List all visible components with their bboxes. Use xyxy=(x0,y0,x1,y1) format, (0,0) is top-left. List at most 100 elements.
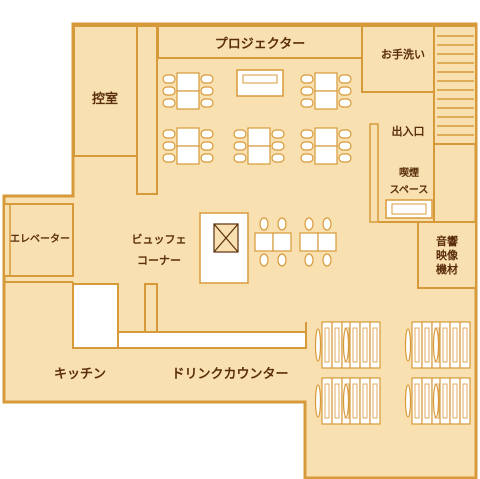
desk xyxy=(359,377,371,425)
desk xyxy=(349,321,361,369)
chair xyxy=(432,384,440,418)
chair xyxy=(338,74,352,84)
av-label-line1: 音響 xyxy=(436,234,458,248)
desk-rows xyxy=(314,321,471,425)
chair xyxy=(300,153,314,163)
table xyxy=(247,145,271,165)
desk xyxy=(421,377,433,425)
smoking-label-line1: 喫煙 xyxy=(399,166,419,179)
desk xyxy=(439,377,451,425)
desk xyxy=(321,377,333,425)
chair xyxy=(338,98,352,108)
desk xyxy=(331,321,343,369)
smoking-bench-inner xyxy=(391,203,427,215)
table xyxy=(314,127,338,147)
chair xyxy=(233,141,247,151)
elevator-label: エレベーター xyxy=(10,233,70,245)
desk xyxy=(449,377,461,425)
chair xyxy=(200,86,214,96)
table xyxy=(299,232,319,252)
chair xyxy=(404,384,412,418)
entrance-label: 出入口 xyxy=(392,124,425,138)
desk-inner xyxy=(372,383,378,419)
desk xyxy=(321,321,333,369)
table-group xyxy=(300,127,352,165)
desk-column xyxy=(342,321,381,369)
table xyxy=(272,232,292,252)
desk-inner xyxy=(414,383,420,419)
desk xyxy=(331,377,343,425)
chair xyxy=(432,328,440,362)
chair xyxy=(342,384,350,418)
chair xyxy=(162,86,176,96)
waiting-room-wall xyxy=(136,25,158,195)
projector-label: プロジェクター xyxy=(215,37,305,52)
waiting-room-label: 控室 xyxy=(92,91,118,107)
chair xyxy=(300,86,314,96)
desk-inner xyxy=(362,383,368,419)
restroom-block xyxy=(361,25,435,93)
av-equipment-room xyxy=(417,221,477,289)
chair xyxy=(277,217,287,231)
table xyxy=(176,90,200,110)
chair xyxy=(162,74,176,84)
av-label-line2: 映像 xyxy=(436,248,459,262)
table xyxy=(314,90,338,110)
table xyxy=(247,127,271,147)
table-group xyxy=(162,72,214,110)
chair xyxy=(300,98,314,108)
desk-column xyxy=(432,321,471,369)
desk xyxy=(411,377,423,425)
elevator xyxy=(3,203,74,277)
desk xyxy=(411,321,423,369)
desk xyxy=(449,321,461,369)
chair xyxy=(300,141,314,151)
desk-inner xyxy=(334,327,340,363)
desk xyxy=(459,377,471,425)
chair xyxy=(162,141,176,151)
desk-column xyxy=(342,377,381,425)
chair xyxy=(338,153,352,163)
chair xyxy=(404,328,412,362)
desk-inner xyxy=(424,327,430,363)
drink-counter-label: ドリンクカウンター xyxy=(171,367,288,382)
chair xyxy=(233,153,247,163)
table xyxy=(254,232,274,252)
desk-inner xyxy=(352,327,358,363)
buffet-label-line1: ビュッフェ xyxy=(132,232,187,246)
table xyxy=(176,127,200,147)
desk xyxy=(359,321,371,369)
bistro-tables xyxy=(254,217,337,267)
waiting-room xyxy=(73,25,138,157)
chair xyxy=(271,153,285,163)
table xyxy=(314,145,338,165)
desk-inner xyxy=(372,327,378,363)
desk-inner xyxy=(452,383,458,419)
table xyxy=(317,232,337,252)
desk-inner xyxy=(414,327,420,363)
entrance-wall-left xyxy=(369,123,379,223)
bistro-group xyxy=(299,217,337,267)
kitchen-counter-block xyxy=(72,283,119,349)
desk-inner xyxy=(442,327,448,363)
desk xyxy=(421,321,433,369)
table xyxy=(314,72,338,92)
chair xyxy=(200,141,214,151)
chair xyxy=(322,253,332,267)
chair xyxy=(304,253,314,267)
chair xyxy=(342,328,350,362)
av-label-line3: 機材 xyxy=(436,262,458,276)
desk-inner xyxy=(462,327,468,363)
projector-screen-inner xyxy=(242,74,278,84)
desk-column xyxy=(432,377,471,425)
desk xyxy=(369,377,381,425)
chair xyxy=(162,98,176,108)
desk-inner xyxy=(334,383,340,419)
chair xyxy=(259,217,269,231)
desk-inner xyxy=(442,383,448,419)
desk-inner xyxy=(352,383,358,419)
table xyxy=(176,72,200,92)
smoking-bench xyxy=(385,199,433,219)
chair xyxy=(277,253,287,267)
